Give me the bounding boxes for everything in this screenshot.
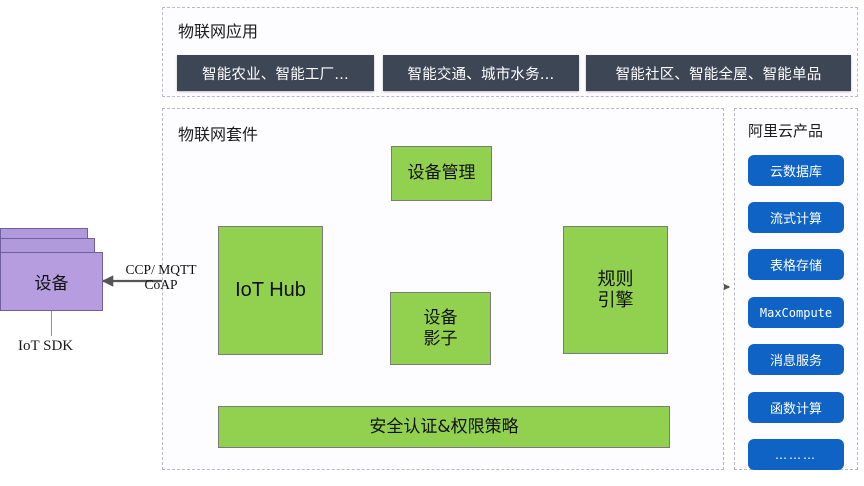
cloud-product-more[interactable]: ……… [748, 439, 844, 470]
app-chip-community[interactable]: 智能社区、智能全屋、智能单品 [586, 55, 851, 91]
rule-engine-line2: 引擎 [597, 290, 634, 311]
device-shadow-line2: 影子 [423, 328, 458, 349]
applications-title: 物联网应用 [178, 22, 259, 41]
cloud-product-table-store[interactable]: 表格存储 [748, 249, 844, 280]
iot-hub-box[interactable]: IoT Hub [218, 226, 323, 355]
device-shadow-box[interactable]: 设备 影子 [390, 292, 491, 365]
protocol-line-1: CCP/ MQTT [125, 262, 197, 277]
app-chip-transport[interactable]: 智能交通、城市水务… [383, 55, 579, 91]
security-policy-bar[interactable]: 安全认证&权限策略 [218, 406, 670, 448]
cloud-product-function-compute[interactable]: 函数计算 [748, 392, 844, 423]
protocol-line-2: CoAP [144, 277, 178, 293]
cloud-product-maxcompute[interactable]: MaxCompute [748, 297, 844, 328]
app-chip-agriculture[interactable]: 智能农业、智能工厂… [177, 55, 374, 91]
cloud-product-stream-compute[interactable]: 流式计算 [748, 202, 844, 233]
rule-engine-line1: 规则 [597, 268, 634, 290]
iot-sdk-label: IoT SDK [18, 338, 74, 354]
cloud-product-message-service[interactable]: 消息服务 [748, 344, 844, 375]
cloud-product-database[interactable]: 云数据库 [748, 155, 844, 186]
suite-title: 物联网套件 [178, 125, 259, 144]
device-box[interactable]: 设备 [0, 252, 103, 311]
cloud-products-title: 阿里云产品 [748, 122, 824, 140]
protocol-label: CCP/ MQTT CoAP [118, 262, 204, 292]
device-management-box[interactable]: 设备管理 [391, 146, 492, 201]
sdk-connector-line [51, 311, 52, 336]
rule-engine-box[interactable]: 规则 引擎 [563, 226, 668, 354]
device-shadow-line1: 设备 [423, 308, 458, 329]
